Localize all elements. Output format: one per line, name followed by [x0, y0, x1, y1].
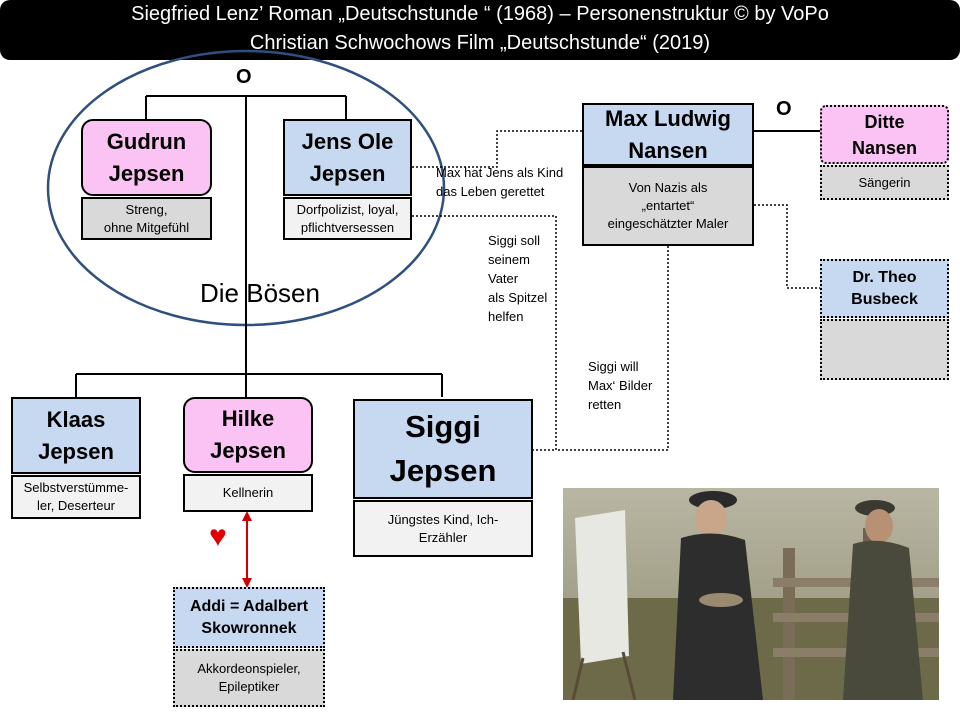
- person-description: Dorfpolizist, loyal, pflichtversessen: [296, 201, 399, 235]
- person-name: Klaas Jepsen: [38, 406, 114, 464]
- heart-icon: ♥: [209, 520, 227, 553]
- person-theo: Dr. Theo Busbeck: [820, 259, 949, 318]
- desc-siggi: Jüngstes Kind, Ich- Erzähler: [353, 500, 533, 557]
- title-banner: Siegfried Lenz’ Roman „Deutschstunde “ (…: [0, 0, 960, 60]
- note-max-jens: Max hat Jens als Kind das Leben gerettet: [436, 165, 564, 199]
- person-name: Ditte Nansen: [851, 111, 918, 158]
- person-addi: Addi = Adalbert Skowronnek: [173, 587, 325, 648]
- desc-addi: Akkordeonspieler, Epileptiker: [173, 649, 325, 707]
- jens-siggi-dotted-line: [412, 215, 557, 451]
- person-description: Kellnerin: [222, 485, 274, 500]
- desc-max: Von Nazis als „entartet“ eingeschätzter …: [582, 166, 754, 246]
- person-name: Dr. Theo Busbeck: [851, 268, 918, 308]
- person-name: Jens Ole Jepsen: [301, 128, 394, 186]
- person-description: Jüngstes Kind, Ich- Erzähler: [387, 511, 499, 545]
- arrowhead-down: [242, 578, 252, 588]
- person-name: Gudrun Jepsen: [106, 128, 187, 186]
- person-ditte: Ditte Nansen: [820, 105, 949, 164]
- person-gudrun: Gudrun Jepsen: [81, 119, 212, 196]
- title-line-1: Siegfried Lenz’ Roman „Deutschstunde “ (…: [131, 3, 829, 25]
- group-label: Die Bösen: [200, 278, 320, 308]
- person-klaas: Klaas Jepsen: [11, 397, 141, 474]
- arrowhead-up: [242, 511, 252, 521]
- note-siggi-spy: Siggi soll seinem Vater als Spitzel helf…: [488, 233, 548, 324]
- desc-jens: Dorfpolizist, loyal, pflichtversessen: [283, 197, 412, 240]
- person-description: Akkordeonspieler, Epileptiker: [197, 661, 301, 694]
- person-max: Max Ludwig Nansen: [582, 103, 754, 166]
- person-name: Max Ludwig Nansen: [605, 105, 731, 163]
- person-name: Addi = Adalbert Skowronnek: [189, 597, 309, 637]
- person-description: Von Nazis als „entartet“ eingeschätzter …: [607, 180, 729, 231]
- person-siggi: Siggi Jepsen: [353, 399, 533, 499]
- max-theo-dotted-line: [754, 204, 820, 289]
- max-jens-dotted-line: [412, 130, 583, 168]
- person-jens: Jens Ole Jepsen: [283, 119, 412, 196]
- person-name: Siggi Jepsen: [389, 409, 497, 488]
- person-hilke: Hilke Jepsen: [183, 397, 313, 473]
- note-siggi-save: Siggi will Max‘ Bilder retten: [588, 359, 653, 412]
- max-siggi-dotted-line: [556, 246, 669, 451]
- desc-klaas: Selbstverstümme- ler, Deserteur: [11, 475, 141, 519]
- desc-theo: [820, 319, 949, 380]
- film-still-image: [563, 488, 939, 700]
- desc-ditte: Sängerin: [820, 165, 949, 200]
- title-line-2: Christian Schwochows Film „Deutschstunde…: [249, 32, 711, 54]
- person-description: Streng, ohne Mitgefühl: [103, 201, 190, 235]
- person-name: Hilke Jepsen: [210, 406, 286, 463]
- marriage-symbol-nansen: O: [776, 98, 792, 120]
- person-description: Selbstverstümme- ler, Deserteur: [23, 480, 129, 513]
- marriage-symbol-jepsen: O: [236, 66, 252, 88]
- desc-hilke: Kellnerin: [183, 474, 313, 512]
- desc-gudrun: Streng, ohne Mitgefühl: [81, 197, 212, 240]
- person-description: Sängerin: [858, 174, 911, 190]
